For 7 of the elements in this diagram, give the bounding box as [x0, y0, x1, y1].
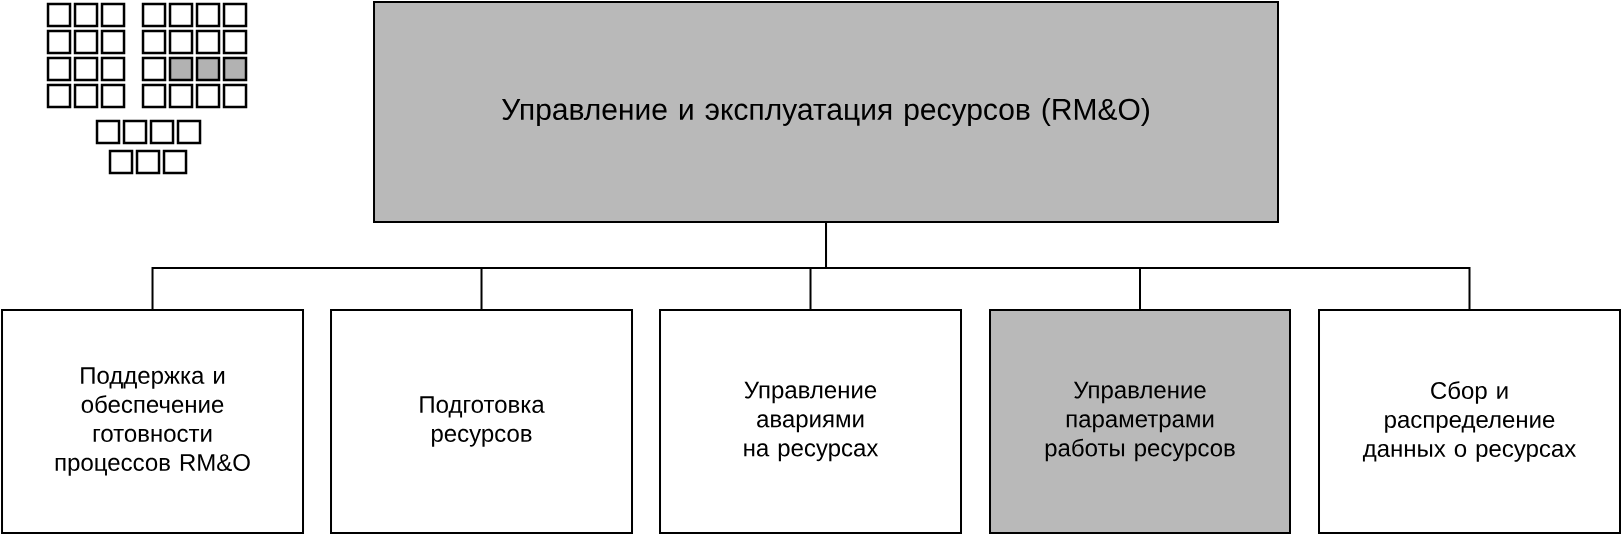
- connector-line: [825, 222, 1471, 310]
- process-box: Поддержка и обеспечение готовности процессов RM&O: [1, 309, 304, 534]
- process-box: Управление авариями на ресурсах: [659, 309, 962, 534]
- process-box: Управление параметрами работы ресурсов: [989, 309, 1291, 534]
- process-box: Управление и эксплуатация ресурсов (RM&O): [373, 1, 1279, 223]
- process-box: Подготовка ресурсов: [330, 309, 633, 534]
- process-box: Сбор и распределение данных о ресурсах: [1318, 309, 1621, 534]
